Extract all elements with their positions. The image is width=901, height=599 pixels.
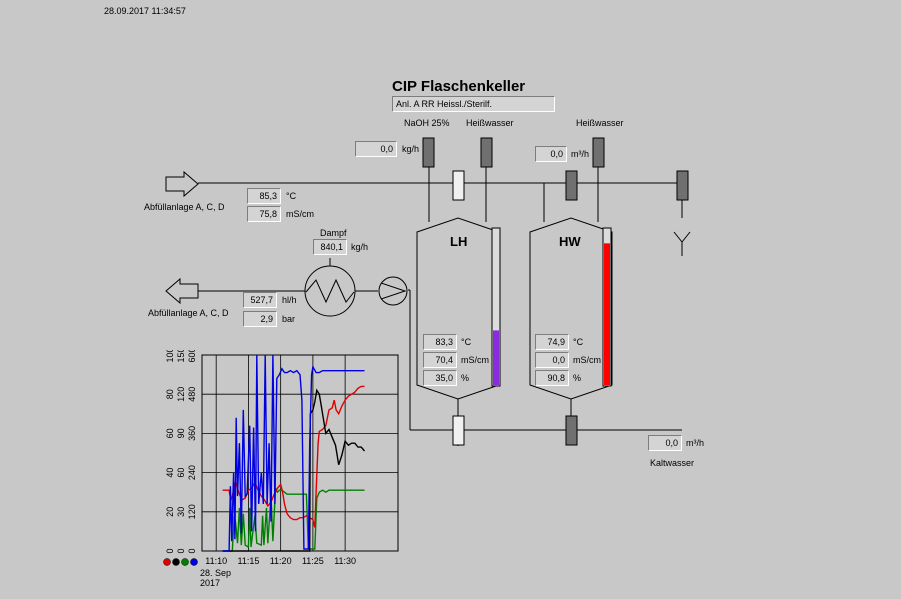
lh-level-fill [493, 330, 499, 385]
cond-a-field: 75,8 [247, 206, 281, 222]
lh-level-field: 35,0 [423, 370, 457, 386]
temp-a-unit: °C [286, 191, 297, 201]
y-tick-label: 30 [176, 507, 186, 517]
temp-a-field: 85,3 [247, 188, 281, 204]
valve-hw-in [565, 170, 578, 201]
heat-exchanger [304, 265, 356, 317]
pump [378, 276, 408, 306]
series-line [222, 385, 365, 528]
y-tick-label: 600 [187, 350, 197, 363]
steam-field: 840,1 [313, 239, 347, 255]
legend-dot [163, 558, 171, 566]
x-tick-label: 11:25 [302, 556, 324, 566]
hw-flow-field: 0,0 [535, 146, 567, 162]
press-b-unit: bar [282, 314, 296, 324]
y-tick-label: 60 [165, 428, 175, 438]
naoh-flow-unit: kg/h [402, 144, 420, 154]
flow-b-unit: hl/h [282, 295, 297, 305]
valve-lh-in [452, 170, 465, 201]
tank-lh-label: LH [450, 234, 468, 249]
y-tick-label: 20 [165, 507, 175, 517]
trend-chart: 0204060801000306090120150012024036048060… [163, 350, 399, 566]
series-line [222, 487, 365, 552]
page-title: CIP Flaschenkeller [392, 78, 526, 95]
lh-level-unit: % [461, 373, 470, 383]
naoh-flow-field: 0,0 [355, 141, 397, 157]
valve-hw-out [565, 415, 578, 446]
hw-level-fill [604, 243, 610, 385]
y-tick-label: 80 [165, 389, 175, 399]
valve-hotwater-1 [480, 137, 493, 168]
legend-dot [172, 558, 180, 566]
legend-dot [181, 558, 189, 566]
press-b-field: 2,9 [243, 311, 277, 327]
abfuell-label-2: Abfüllanlage A, C, D [148, 308, 229, 318]
kw-flow-field: 0,0 [648, 435, 682, 451]
lh-level-frame [491, 227, 501, 387]
series-line [222, 354, 365, 552]
y-tick-label: 40 [165, 468, 175, 478]
valve-hotwater-2 [592, 137, 605, 168]
x-tick-label: 11:20 [270, 556, 292, 566]
naoh-label: NaOH 25% [404, 118, 450, 128]
hw-temp-field: 74,9 [535, 334, 569, 350]
y-tick-label: 0 [165, 548, 175, 553]
kaltwasser-label: Kaltwasser [650, 458, 695, 468]
hw-flow-unit: m³/h [571, 149, 589, 159]
flow-b-field: 527,7 [243, 292, 277, 308]
subtitle-field: Anl. A RR Heissl./Sterilf. [392, 96, 555, 112]
hw-cond-field: 0,0 [535, 352, 569, 368]
series-line [222, 388, 366, 552]
hw-temp-unit: °C [573, 337, 584, 347]
y-tick-label: 90 [176, 428, 186, 438]
kw-flow-unit: m³/h [686, 438, 704, 448]
valve-lh-out [452, 415, 465, 446]
cond-a-unit: mS/cm [286, 209, 314, 219]
hotwater-label-2: Heißwasser [576, 118, 624, 128]
x-tick-label: 11:30 [334, 556, 356, 566]
y-tick-label: 120 [187, 504, 197, 519]
y-tick-label: 0 [187, 548, 197, 553]
hw-level-field: 90,8 [535, 370, 569, 386]
hw-level-unit: % [573, 373, 582, 383]
drain-symbol [673, 231, 691, 256]
lh-cond-unit: mS/cm [461, 355, 489, 365]
y-tick-label: 0 [176, 548, 186, 553]
legend-dot [190, 558, 198, 566]
tank-hw-label: HW [559, 234, 581, 249]
y-tick-label: 480 [187, 387, 197, 402]
abfuell-label-1: Abfüllanlage A, C, D [144, 202, 225, 212]
valve-naoh [422, 137, 435, 168]
lh-temp-field: 83,3 [423, 334, 457, 350]
x-tick-label: 11:15 [237, 556, 259, 566]
y-tick-label: 100 [165, 350, 175, 363]
hotwater-label-1: Heißwasser [466, 118, 514, 128]
hw-cond-unit: mS/cm [573, 355, 601, 365]
timestamp: 28.09.2017 11:34:57 [104, 6, 186, 16]
lh-cond-field: 70,4 [423, 352, 457, 368]
dampf-label: Dampf [320, 228, 347, 238]
y-tick-label: 120 [176, 387, 186, 402]
y-tick-label: 360 [187, 426, 197, 441]
x-tick-label: 11:10 [205, 556, 227, 566]
lh-temp-unit: °C [461, 337, 472, 347]
y-tick-label: 240 [187, 465, 197, 480]
inlet-arrow-2 [165, 277, 199, 305]
chart-date-line-1: 28. Sep [200, 568, 232, 578]
steam-unit: kg/h [351, 242, 369, 252]
outlet-arrow-1 [165, 170, 199, 198]
chart-date-line-2: 2017 [200, 578, 221, 588]
y-tick-label: 150 [176, 350, 186, 363]
valve-drain [676, 170, 689, 201]
y-tick-label: 60 [176, 468, 186, 478]
